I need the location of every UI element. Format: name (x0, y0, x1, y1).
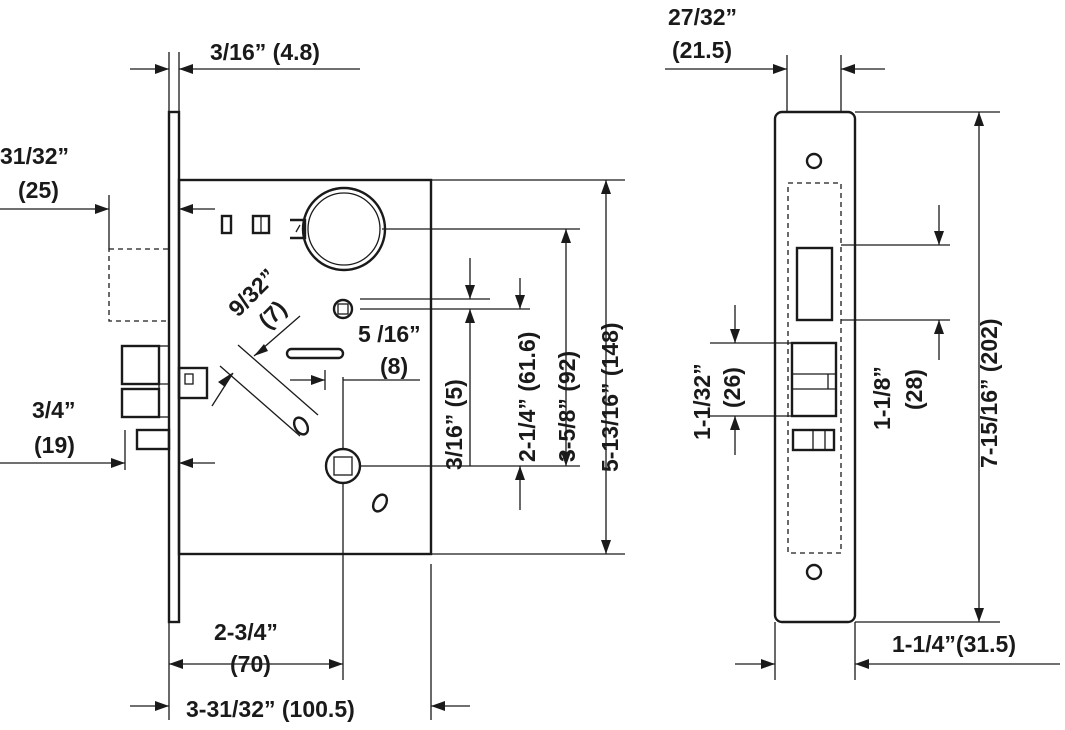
latch-bolt-2 (120, 387, 161, 419)
label-bolt-projection-imperial: 3/4” (32, 397, 75, 423)
auxiliary-latch (177, 366, 209, 400)
label-case-depth: 3-31/32” (100.5) (186, 696, 355, 722)
front-view (665, 55, 1060, 680)
case-outline-dashed (787, 182, 842, 554)
latch-bolt-1 (120, 344, 161, 386)
label-backset-metric: (70) (230, 651, 271, 677)
label-faceplate-height: 7-15/16” (202) (976, 318, 1002, 468)
label-strike-offset-imperial: 27/32” (668, 4, 737, 30)
front-faceplate (773, 110, 857, 624)
label-faceplate-width: 1-1/4”(31.5) (892, 631, 1016, 657)
slot (285, 347, 345, 360)
label-lever-to-spindle: 2-1/4” (61.6) (514, 332, 540, 462)
label-strike-opening-imperial: 1-1/8” (869, 366, 895, 430)
label-bolt-projection-metric: (19) (34, 432, 75, 458)
label-offset-3-16: 3/16” (5) (441, 379, 467, 470)
switch-1 (220, 214, 233, 235)
screw-hole-1 (292, 416, 310, 436)
lever-hub (332, 298, 354, 320)
label-latch-height-imperial: 1-1/32” (689, 363, 715, 440)
label-faceplate-thickness: 3/16” (4.8) (210, 39, 320, 65)
label-strike-offset-metric: (21.5) (672, 37, 732, 63)
cylinder-hub (301, 186, 387, 272)
label-cylinder-to-spindle: 3-5/8” (92) (554, 351, 580, 462)
deadbolt-opening (795, 246, 834, 322)
label-slot-imperial: 5 /16” (358, 321, 421, 347)
screw-hole-2 (371, 493, 389, 513)
faceplate-screw-top (805, 152, 823, 170)
spindle-hub (324, 447, 362, 485)
cylinder-hub-inner (307, 192, 381, 266)
side-faceplate (167, 110, 181, 624)
latch-bolt-3 (135, 428, 171, 451)
label-case-height: 5-13/16” (148) (597, 322, 623, 472)
label-armor-front-metric: (25) (18, 177, 59, 203)
label-slot-metric: (8) (380, 353, 408, 379)
label-strike-opening-metric: (28) (901, 369, 927, 410)
latch-opening (790, 341, 838, 418)
side-view (0, 52, 625, 720)
faceplate-screw-bottom (805, 563, 823, 581)
label-latch-height-metric: (26) (719, 367, 745, 408)
label-backset-imperial: 2-3/4” (214, 619, 278, 645)
label-armor-front-imperial: 31/32” (0, 143, 69, 169)
armor-front-dashed (108, 248, 170, 322)
